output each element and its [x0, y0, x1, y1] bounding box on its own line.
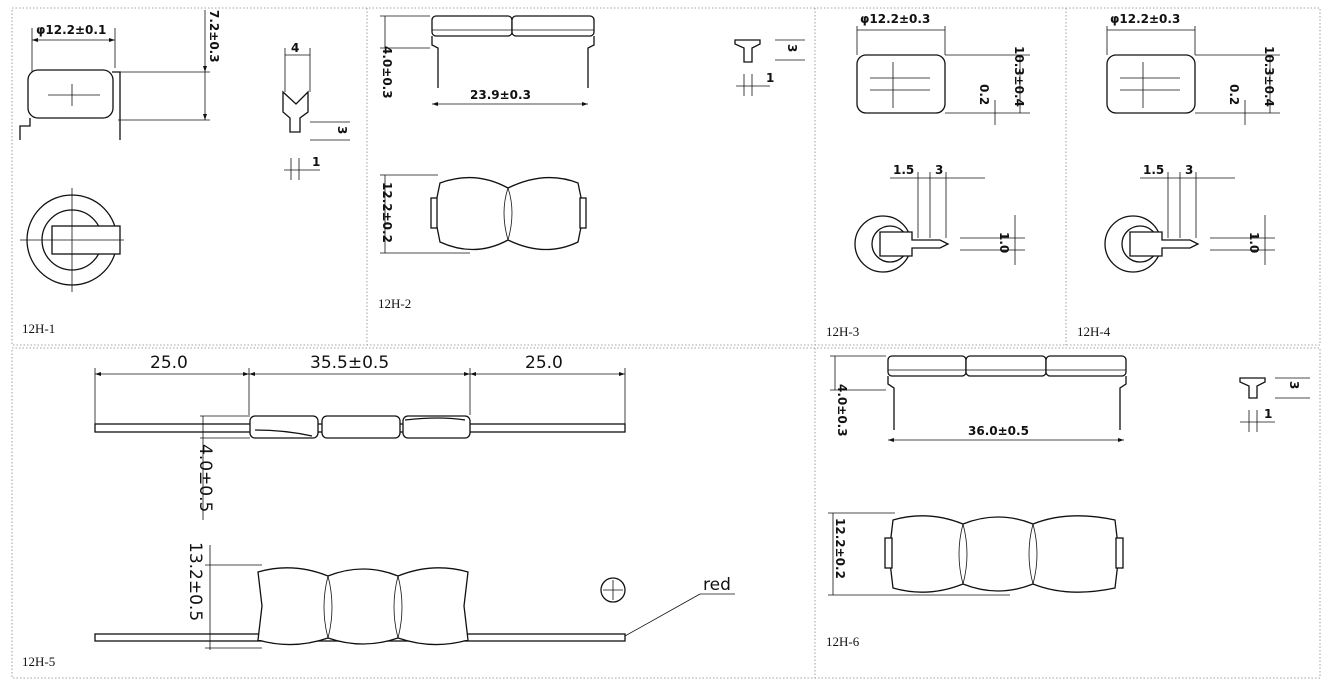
12h-5-top-view: 13.2±0.5 red: [94, 542, 735, 650]
12h-4-offset-label: 0.2: [1227, 84, 1241, 105]
12h-5-lead-label: red: [703, 575, 731, 595]
12h-3-side-view: φ12.2±0.3 10.3±0.4 0.2: [856, 12, 1030, 125]
12h-2-pin-label: 1: [766, 71, 774, 85]
12h-4-pitch-a-label: 1.5: [1143, 163, 1164, 177]
12h-4-top-view: 1.5 3 1.0: [1104, 163, 1275, 273]
12h-4-pin-label: 1.0: [1247, 232, 1261, 253]
12h-4-pitch-b-label: 3: [1185, 163, 1193, 177]
12h-3-top-view: 1.5 3 1.0: [854, 163, 1025, 273]
12h-1-side-view: φ12.2±0.1 7.2±0.3: [19, 10, 221, 140]
12h-5-lead-left-label: 25.0: [150, 353, 188, 373]
12h-4-side-view: φ12.2±0.3 10.3±0.4 0.2: [1106, 12, 1280, 125]
12h-3-offset-label: 0.2: [977, 84, 991, 105]
12h-6-length-label: 36.0±0.5: [968, 424, 1029, 438]
12h-1-tab-detail: 4 3 1: [282, 41, 350, 180]
12h-3-pitch-b-label: 3: [935, 163, 943, 177]
panel-12h-2: 4.0±0.3 23.9±0.3 3 1 12.2±0.2: [378, 15, 805, 311]
12h-4-caption: 12H-4: [1077, 324, 1111, 339]
12h-3-height-label: 10.3±0.4: [1012, 46, 1026, 107]
12h-1-tab-len-label: 3: [335, 126, 349, 134]
12h-6-top-view: 12.2±0.2: [828, 512, 1124, 596]
12h-3-pitch-a-label: 1.5: [893, 163, 914, 177]
12h-1-tab-width-label: 4: [291, 41, 299, 55]
12h-5-caption: 12H-5: [22, 654, 55, 669]
12h-2-tab-detail: 3 1: [734, 39, 805, 96]
12h-2-length-label: 23.9±0.3: [470, 88, 531, 102]
12h-5-side-view: 25.0 35.5±0.5 25.0 4.0±0.5: [94, 353, 626, 520]
panel-12h-5: 25.0 35.5±0.5 25.0 4.0±0.5 13.2±0.5: [22, 353, 735, 669]
12h-2-tab-len-label: 3: [785, 44, 799, 52]
12h-5-height-label: 4.0±0.5: [195, 444, 215, 512]
panel-12h-1: φ12.2±0.1 7.2±0.3 4 3 1: [19, 10, 350, 336]
panel-grid: [11, 7, 1321, 679]
12h-3-diameter-label: φ12.2±0.3: [860, 12, 930, 26]
12h-5-body-label: 35.5±0.5: [310, 353, 389, 373]
12h-6-width-label: 12.2±0.2: [833, 518, 847, 579]
12h-6-tab-detail: 3 1: [1239, 377, 1310, 432]
panel-12h-3: φ12.2±0.3 10.3±0.4 0.2 1.5 3 1.0: [826, 12, 1030, 339]
12h-2-caption: 12H-2: [378, 296, 411, 311]
12h-1-height-label: 7.2±0.3: [207, 10, 221, 63]
12h-6-height-label: 4.0±0.3: [835, 384, 849, 437]
panel-12h-6: 4.0±0.3 36.0±0.5 3 1 12: [826, 355, 1310, 649]
12h-6-caption: 12H-6: [826, 634, 860, 649]
12h-2-width-label: 12.2±0.2: [380, 182, 394, 243]
12h-6-tab-len-label: 3: [1287, 381, 1301, 389]
12h-3-caption: 12H-3: [826, 324, 859, 339]
12h-1-pin-label: 1: [312, 155, 320, 169]
12h-2-height-label: 4.0±0.3: [380, 46, 394, 99]
12h-1-diameter-label: φ12.2±0.1: [36, 23, 106, 37]
12h-2-side-view: 4.0±0.3 23.9±0.3: [380, 15, 595, 106]
12h-6-pin-label: 1: [1264, 407, 1272, 421]
12h-1-caption: 12H-1: [22, 321, 55, 336]
12h-6-side-view: 4.0±0.3 36.0±0.5: [830, 355, 1127, 442]
12h-3-pin-label: 1.0: [997, 232, 1011, 253]
12h-4-diameter-label: φ12.2±0.3: [1110, 12, 1180, 26]
12h-1-top-view: [20, 188, 124, 292]
12h-4-height-label: 10.3±0.4: [1262, 46, 1276, 107]
panel-12h-4: φ12.2±0.3 10.3±0.4 0.2 1.5 3 1.0: [1077, 12, 1280, 339]
12h-5-lead-right-label: 25.0: [525, 353, 563, 373]
12h-2-top-view: 12.2±0.2: [380, 174, 587, 254]
12h-5-width-label: 13.2±0.5: [185, 542, 205, 621]
